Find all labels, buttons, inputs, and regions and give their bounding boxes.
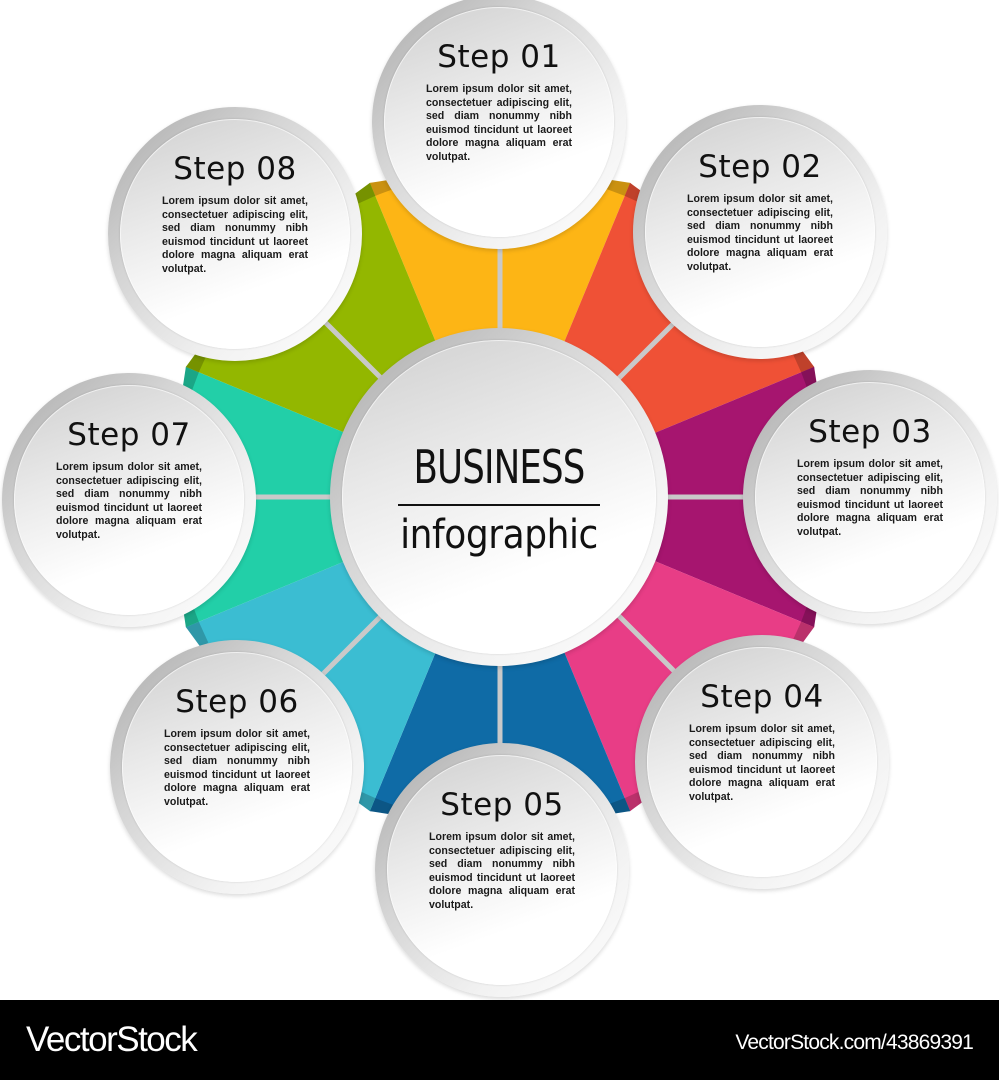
- step-08-circle: Step 08 Lorem ipsum dolor sit amet, cons…: [108, 107, 362, 361]
- wedge-rim-accent: [185, 621, 209, 648]
- connector-line: [611, 318, 679, 386]
- footer-brand: VectorStock: [26, 1020, 198, 1059]
- center-divider: [398, 504, 600, 506]
- center-subtitle: infographic: [400, 512, 598, 558]
- center-hub-face: BUSINESS infographic: [342, 340, 656, 654]
- step-03-text: Lorem ipsum dolor sit amet, consectetuer…: [797, 458, 943, 538]
- step-02-text: Lorem ipsum dolor sit amet, consectetuer…: [687, 193, 833, 273]
- step-07-circle: Step 07 Lorem ipsum dolor sit amet, cons…: [2, 373, 256, 627]
- step-04-text: Lorem ipsum dolor sit amet, consectetuer…: [689, 723, 835, 803]
- center-title: BUSINESS: [413, 440, 585, 494]
- step-06-text: Lorem ipsum dolor sit amet, consectetuer…: [164, 728, 310, 808]
- infographic: BUSINESS infographic Step 01 Lorem ipsum…: [2, 0, 997, 997]
- step-08-text: Lorem ipsum dolor sit amet, consectetuer…: [162, 195, 308, 275]
- step-01-circle: Step 01 Lorem ipsum dolor sit amet, cons…: [372, 0, 626, 249]
- step-05-text: Lorem ipsum dolor sit amet, consectetuer…: [429, 831, 575, 911]
- connector-line: [611, 608, 679, 676]
- footer-reference: VectorStock.com/43869391: [735, 1031, 973, 1054]
- step-08-title: Step 08: [173, 151, 297, 187]
- watermark-footer: VectorStock VectorStock.com/43869391: [0, 1000, 999, 1080]
- step-07-text: Lorem ipsum dolor sit amet, consectetuer…: [56, 461, 202, 541]
- step-02-circle: Step 02 Lorem ipsum dolor sit amet, cons…: [633, 105, 887, 359]
- connector-line: [321, 318, 389, 386]
- step-03-title: Step 03: [808, 414, 932, 450]
- step-01-text: Lorem ipsum dolor sit amet, consectetuer…: [426, 83, 572, 163]
- step-04-circle: Step 04 Lorem ipsum dolor sit amet, cons…: [635, 635, 889, 889]
- step-03-circle: Step 03 Lorem ipsum dolor sit amet, cons…: [743, 370, 997, 624]
- step-07-title: Step 07: [67, 417, 191, 453]
- step-06-circle: Step 06 Lorem ipsum dolor sit amet, cons…: [110, 640, 364, 894]
- step-01-title: Step 01: [437, 39, 561, 75]
- step-05-circle: Step 05 Lorem ipsum dolor sit amet, cons…: [375, 743, 629, 997]
- step-06-title: Step 06: [175, 684, 299, 720]
- connector-line: [321, 608, 389, 676]
- step-02-title: Step 02: [698, 149, 822, 185]
- step-04-title: Step 04: [700, 679, 824, 715]
- step-05-title: Step 05: [440, 787, 564, 823]
- center-hub: BUSINESS infographic: [330, 328, 668, 666]
